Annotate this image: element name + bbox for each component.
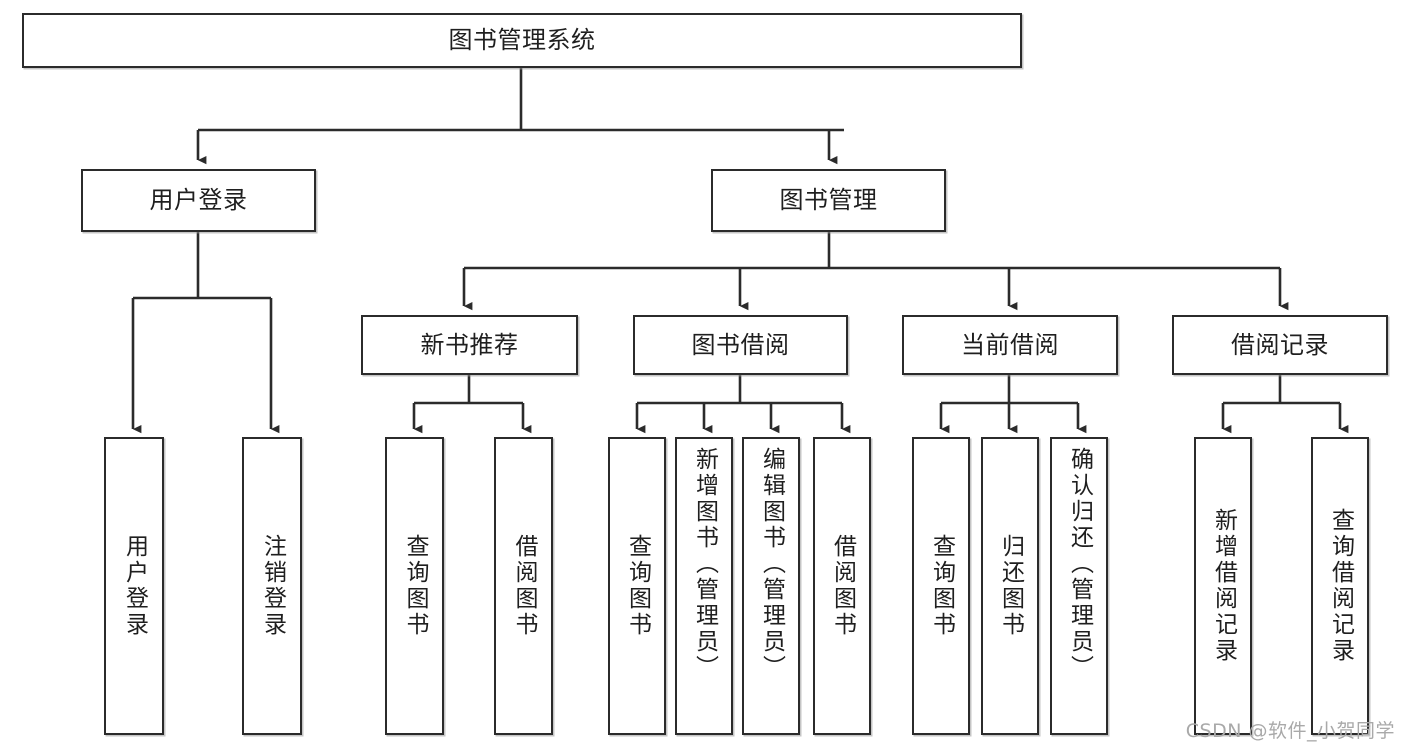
node-leaf-confirm-return[interactable]: 确认归还（管理员）	[1050, 437, 1108, 735]
node-leaf-return-book-label: 归还图书	[997, 534, 1024, 638]
node-current-borrow[interactable]: 当前借阅	[902, 315, 1118, 375]
node-current-borrow-label: 当前借阅	[961, 330, 1059, 359]
node-book-borrow[interactable]: 图书借阅	[633, 315, 848, 375]
node-leaf-query-book-2-label: 查询图书	[624, 534, 651, 638]
node-leaf-borrow-book-1-label: 借阅图书	[511, 534, 537, 638]
node-leaf-query-record[interactable]: 查询借阅记录	[1311, 437, 1369, 735]
node-new-book-recommend-label: 新书推荐	[420, 330, 519, 359]
node-root[interactable]: 图书管理系统	[22, 13, 1022, 68]
node-leaf-query-book-1[interactable]: 查询图书	[385, 437, 444, 735]
node-leaf-query-record-label: 查询借阅记录	[1327, 508, 1354, 664]
node-leaf-query-book-2[interactable]: 查询图书	[608, 437, 666, 735]
node-leaf-logout-login-label: 注销登录	[259, 534, 286, 638]
node-user-login[interactable]: 用户登录	[81, 169, 316, 232]
node-book-borrow-label: 图书借阅	[691, 330, 790, 359]
node-book-management-label: 图书管理	[779, 186, 878, 215]
node-leaf-query-book-3-label: 查询图书	[928, 534, 955, 638]
node-leaf-add-book-label: 新增图书（管理员）	[691, 447, 718, 681]
csdn-watermark: CSDN @软件_小贺同学	[1185, 720, 1395, 742]
node-leaf-borrow-book-2-label: 借阅图书	[829, 534, 856, 638]
node-leaf-add-record-label: 新增借阅记录	[1210, 508, 1237, 664]
node-leaf-confirm-return-label: 确认归还（管理员）	[1066, 447, 1093, 681]
node-leaf-user-login-label: 用户登录	[121, 534, 148, 638]
node-leaf-logout-login[interactable]: 注销登录	[242, 437, 302, 735]
node-leaf-user-login[interactable]: 用户登录	[104, 437, 164, 735]
node-leaf-add-book[interactable]: 新增图书（管理员）	[675, 437, 733, 735]
node-leaf-return-book[interactable]: 归还图书	[981, 437, 1039, 735]
node-user-login-label: 用户登录	[149, 186, 248, 215]
node-leaf-edit-book[interactable]: 编辑图书（管理员）	[742, 437, 800, 735]
node-borrow-record-label: 借阅记录	[1231, 330, 1329, 359]
node-leaf-add-record[interactable]: 新增借阅记录	[1194, 437, 1252, 735]
node-leaf-edit-book-label: 编辑图书（管理员）	[758, 447, 785, 681]
node-borrow-record[interactable]: 借阅记录	[1172, 315, 1388, 375]
node-new-book-recommend[interactable]: 新书推荐	[361, 315, 578, 375]
node-leaf-borrow-book-1[interactable]: 借阅图书	[494, 437, 553, 735]
node-book-management[interactable]: 图书管理	[711, 169, 946, 232]
node-leaf-borrow-book-2[interactable]: 借阅图书	[813, 437, 871, 735]
node-root-label: 图书管理系统	[448, 26, 596, 55]
node-leaf-query-book-3[interactable]: 查询图书	[912, 437, 970, 735]
node-leaf-query-book-1-label: 查询图书	[402, 534, 428, 638]
